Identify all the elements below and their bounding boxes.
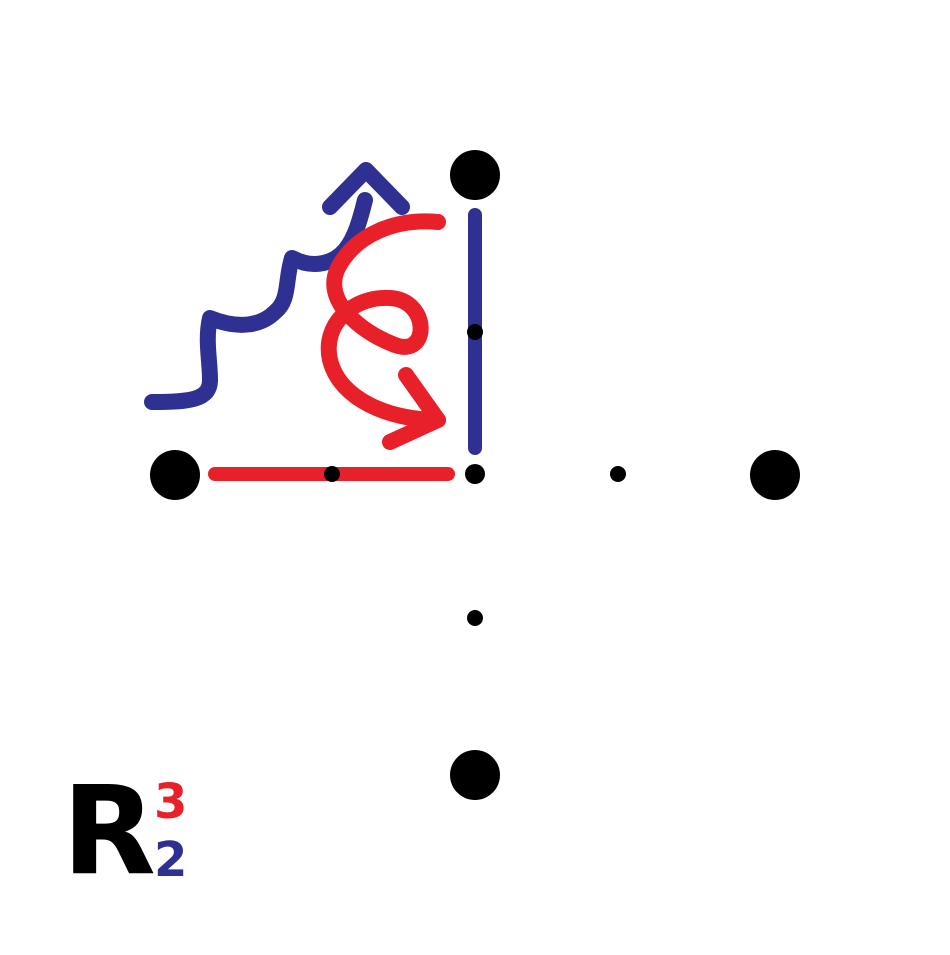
small-point-center (465, 464, 485, 484)
blue-count: 2 (154, 832, 188, 888)
small-point-right-mid (610, 466, 626, 482)
red-count: 3 (154, 774, 188, 830)
small-point-top-mid (467, 324, 483, 340)
wavy-arrow-icon (144, 162, 410, 410)
point-left (150, 450, 200, 500)
point-top (450, 150, 500, 200)
small-point-bottom-mid (467, 610, 483, 626)
move-letter: R (62, 760, 156, 902)
point-bottom (450, 750, 500, 800)
spiral-arrow-icon (320, 213, 446, 450)
point-right (750, 450, 800, 500)
small-point-left-mid (324, 466, 340, 482)
